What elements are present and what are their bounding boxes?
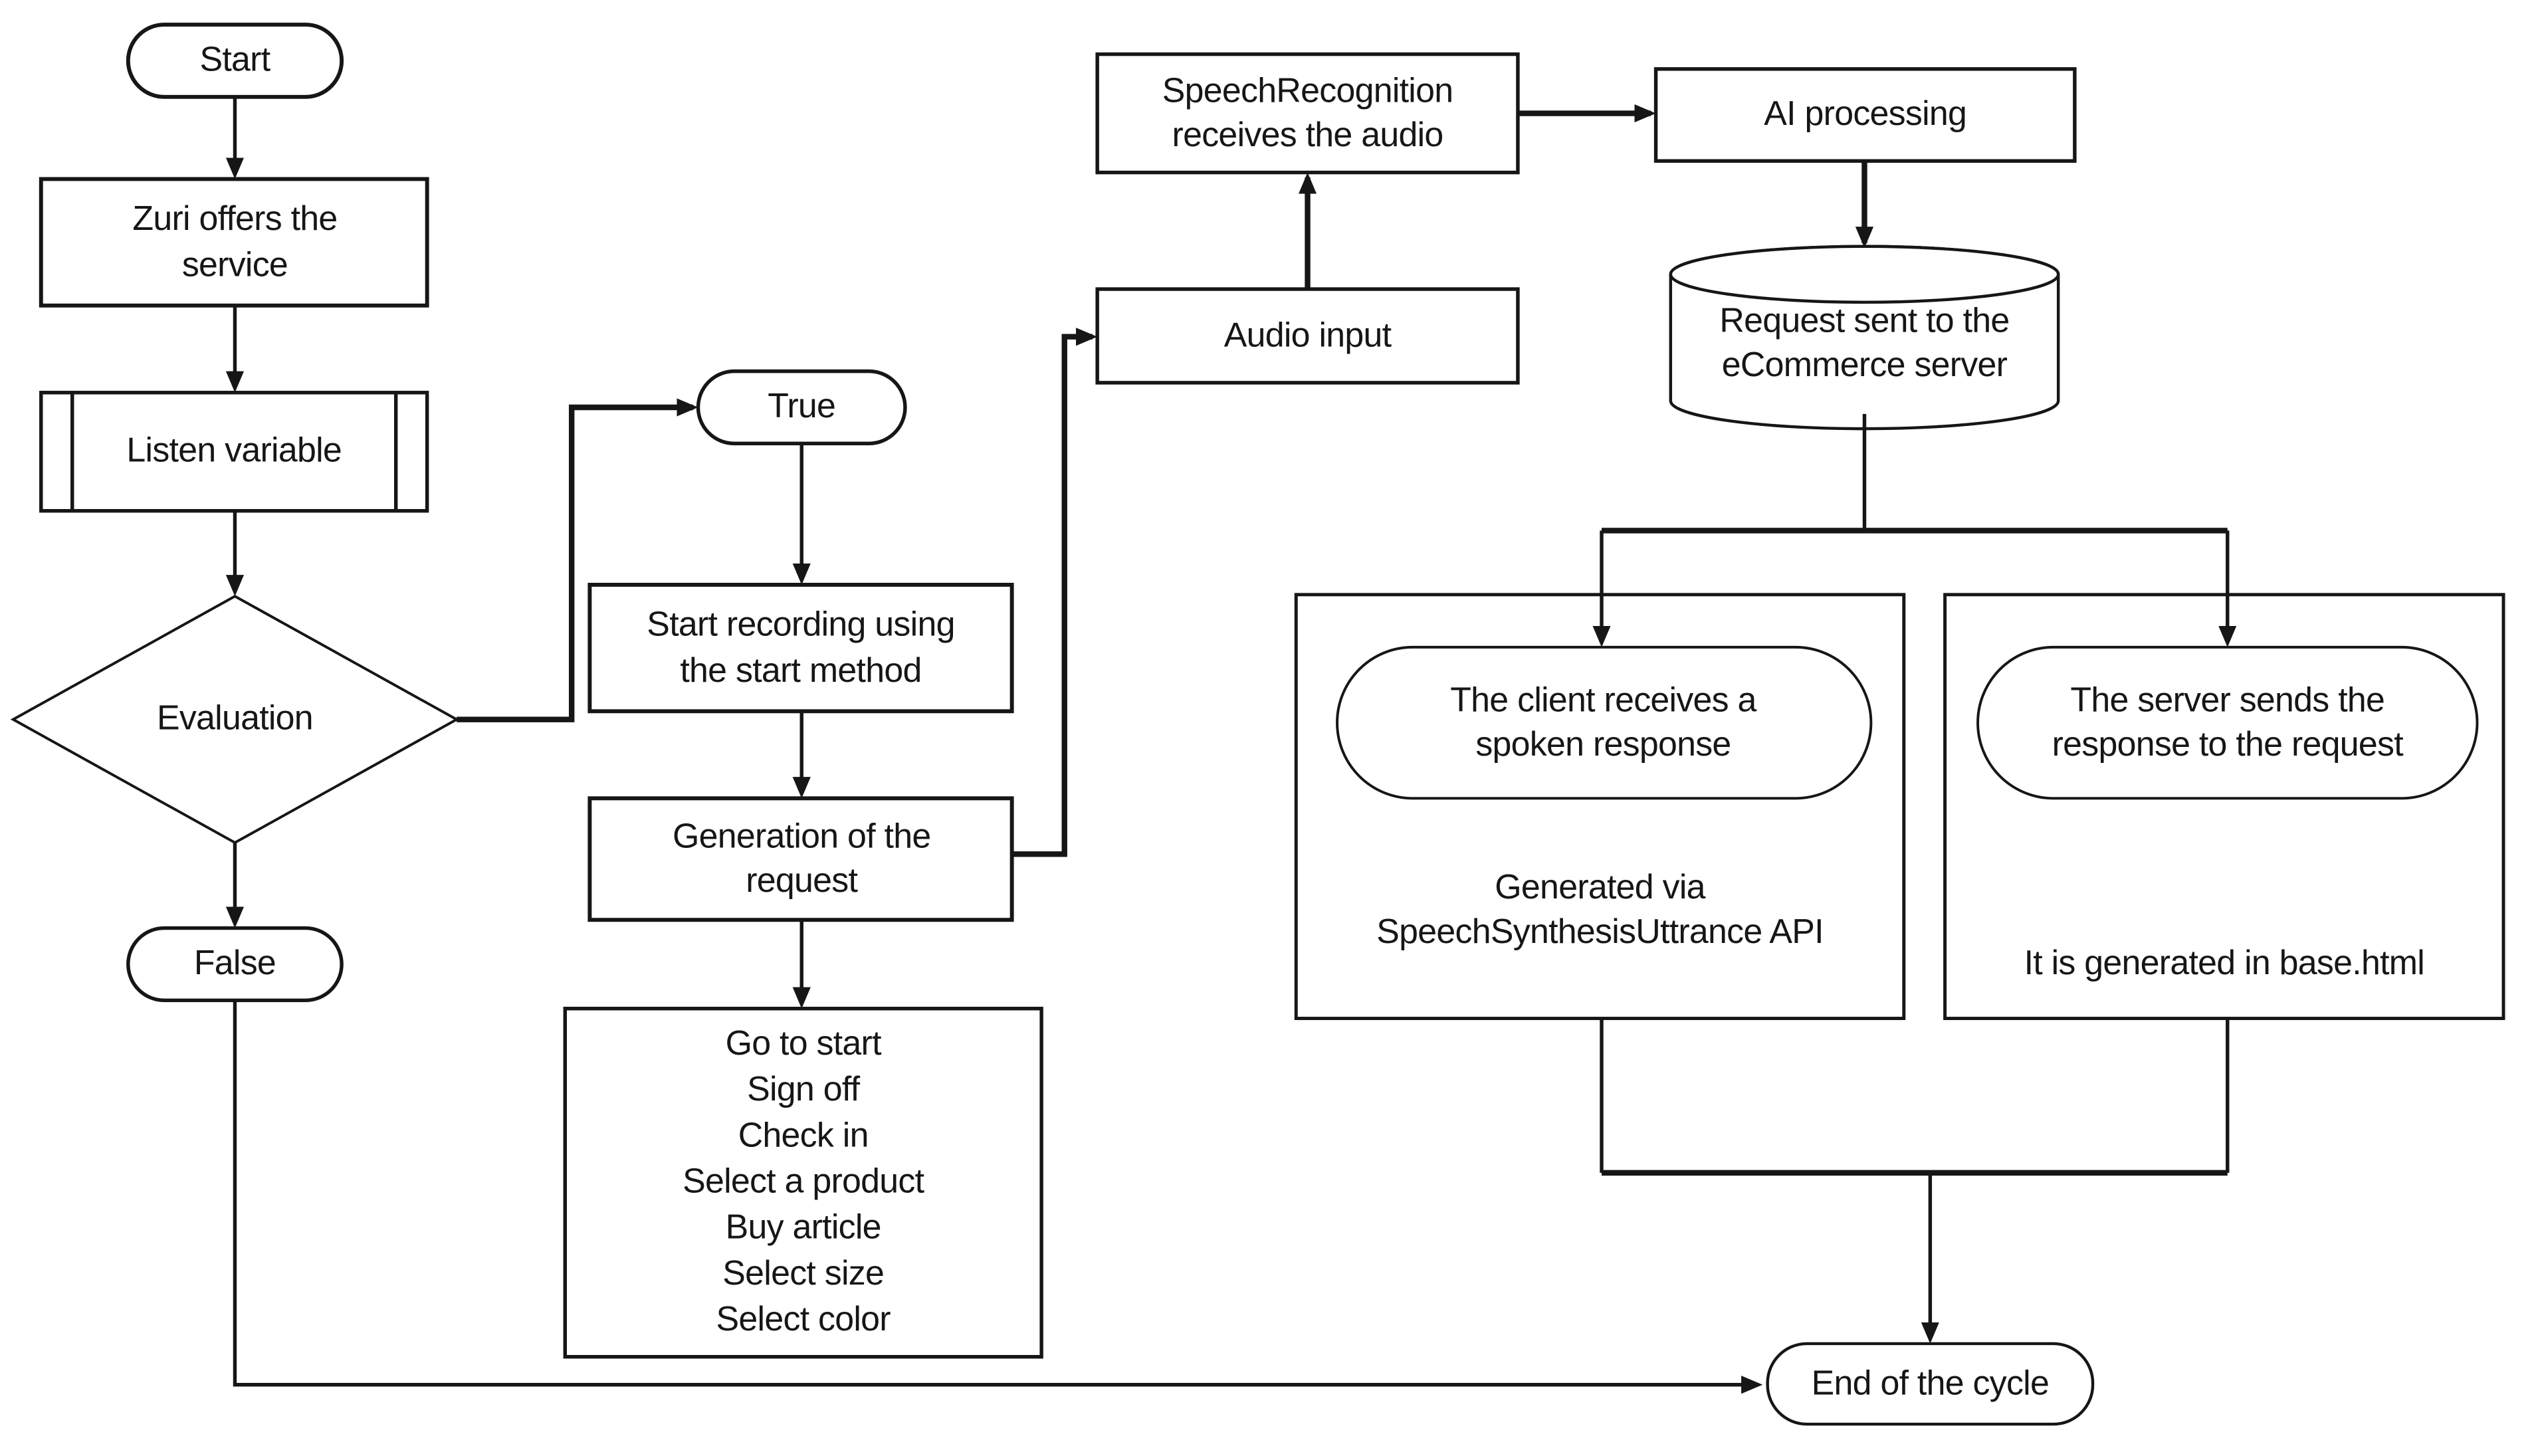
command-list-label: Go to start Sign off Check in Select a p…: [565, 1015, 1041, 1350]
request-server-label: Request sent to the eCommerce server: [1719, 302, 2010, 385]
command-list-line: Select a product: [683, 1163, 924, 1201]
client-response-caption: Generated via SpeechSynthesisUttrance AP…: [1376, 868, 1824, 952]
generation-request-label: Generation of the request: [672, 817, 931, 900]
command-list-line: Select color: [716, 1300, 891, 1339]
listen-variable-label: Listen variable: [126, 432, 342, 470]
start-recording-label: Start recording using the start method: [647, 606, 955, 689]
server-response-caption: It is generated in base.html: [2024, 945, 2425, 983]
connectors: [225, 96, 2237, 1394]
audio-input-label: Audio input: [1223, 316, 1392, 355]
speech-recognition-label: SpeechRecognition receives the audio: [1162, 72, 1453, 155]
evaluation-label: Evaluation: [156, 700, 314, 738]
false-label: False: [193, 945, 276, 983]
speech-recognition-process-shape: [1095, 52, 1520, 175]
client-response-label: The client receives a spoken response: [1450, 681, 1756, 764]
end-terminator-shape: [1766, 1342, 2095, 1426]
listen-variable-shape: [39, 391, 429, 513]
true-label: True: [768, 388, 836, 427]
edge-false-to-end: [233, 1000, 1763, 1394]
command-list-line: Check in: [738, 1116, 869, 1155]
generation-request-process-shape: [587, 796, 1014, 922]
command-list-line: Sign off: [747, 1071, 860, 1109]
audio-input-process-shape: [1095, 287, 1520, 385]
command-list-line: Buy article: [725, 1209, 882, 1247]
zuri-offers-process-shape: [39, 177, 429, 308]
edge-evaluation-to-true: [457, 398, 698, 722]
client-response-terminator-shape: [1336, 645, 1873, 800]
command-list-line: Select size: [722, 1255, 885, 1293]
server-response-label: The server sends the response to the req…: [2052, 681, 2404, 764]
start-label: Start: [199, 41, 270, 80]
ai-processing-process-shape: [1653, 67, 2077, 163]
zuri-offers-label: Zuri offers the service: [132, 201, 338, 284]
ai-processing-label: AI processing: [1764, 96, 1967, 134]
command-list-line: Go to start: [725, 1025, 882, 1063]
edge-generation-to-audio-input: [1011, 328, 1098, 857]
start-recording-process-shape: [587, 582, 1014, 714]
server-response-terminator-shape: [1976, 645, 2479, 800]
command-list-process-shape: [563, 1006, 1043, 1359]
end-label: End of the cycle: [1811, 1364, 2050, 1403]
node-shapes: [10, 23, 2505, 1426]
